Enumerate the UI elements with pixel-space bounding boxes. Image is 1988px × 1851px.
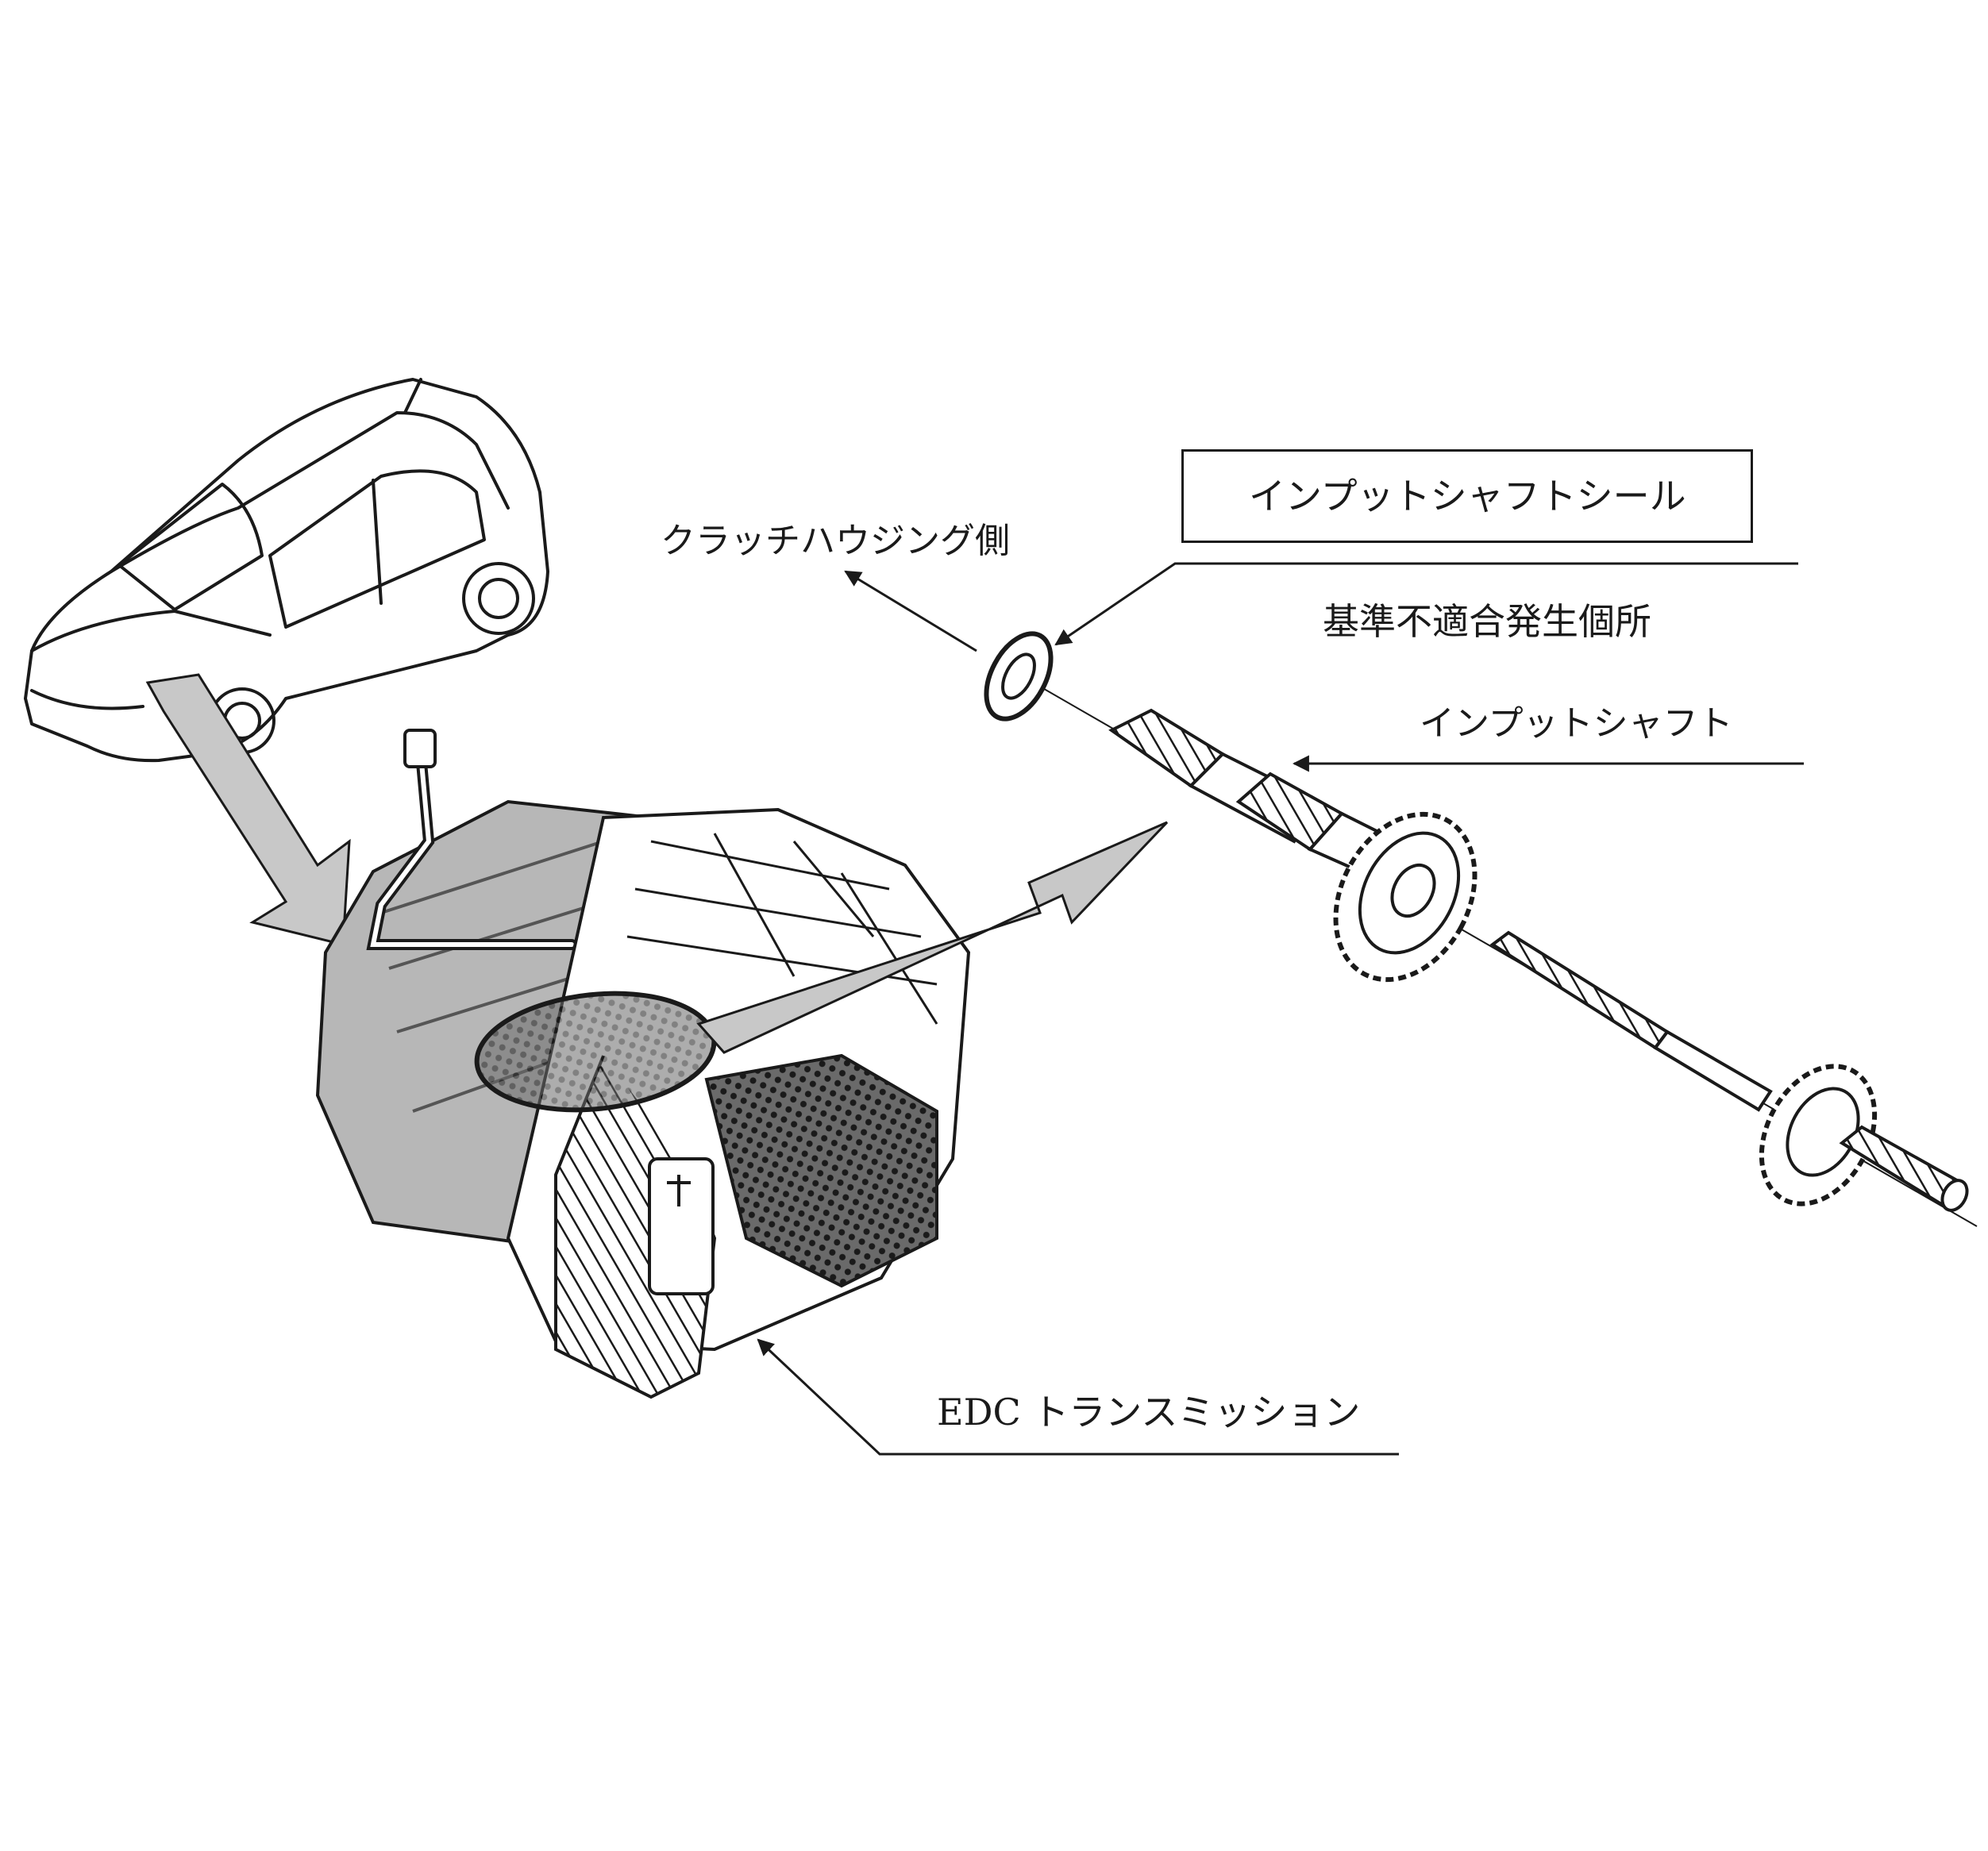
leader-lines xyxy=(757,562,1804,1456)
inner-shaft xyxy=(1489,930,1670,1050)
car-rear-hub xyxy=(478,578,519,619)
car-to-transmission-arrow xyxy=(145,673,351,946)
defect-location-label: 基準不適合発生個所 xyxy=(1323,600,1651,643)
car-windshield xyxy=(118,483,264,611)
car-door-line xyxy=(372,479,383,605)
car-antenna xyxy=(403,378,422,414)
transmission-to-shaft-arrow xyxy=(696,821,1169,1054)
clutch-side-arrow xyxy=(844,570,977,652)
connector xyxy=(648,1157,715,1295)
vent-cap xyxy=(403,729,437,768)
car-hood xyxy=(30,610,272,652)
transmission-illustration xyxy=(315,729,971,1399)
drive-gear-2 xyxy=(1759,1064,1878,1206)
car-illustration xyxy=(24,378,549,763)
car-side-windows xyxy=(268,469,486,629)
seal-leader xyxy=(1054,562,1798,646)
edc-leader xyxy=(757,1338,1399,1456)
edc-transmission-label: EDC トランスミッション xyxy=(937,1391,1361,1433)
mechatronic-unit xyxy=(704,1053,938,1288)
input-shaft-label: インプットシャフト xyxy=(1420,703,1733,744)
car-grille xyxy=(30,689,144,710)
car-roofline xyxy=(110,411,510,573)
car-rear-wheel xyxy=(462,562,535,635)
drive-gear-1 xyxy=(1333,811,1478,983)
clutch-side-label: クラッチハウジング側 xyxy=(661,521,1010,561)
seal-label-box xyxy=(1181,449,1753,543)
input-shaft-seal-label: インプットシャフトシール xyxy=(1249,475,1686,518)
input-shaft-illustration xyxy=(984,631,1978,1227)
